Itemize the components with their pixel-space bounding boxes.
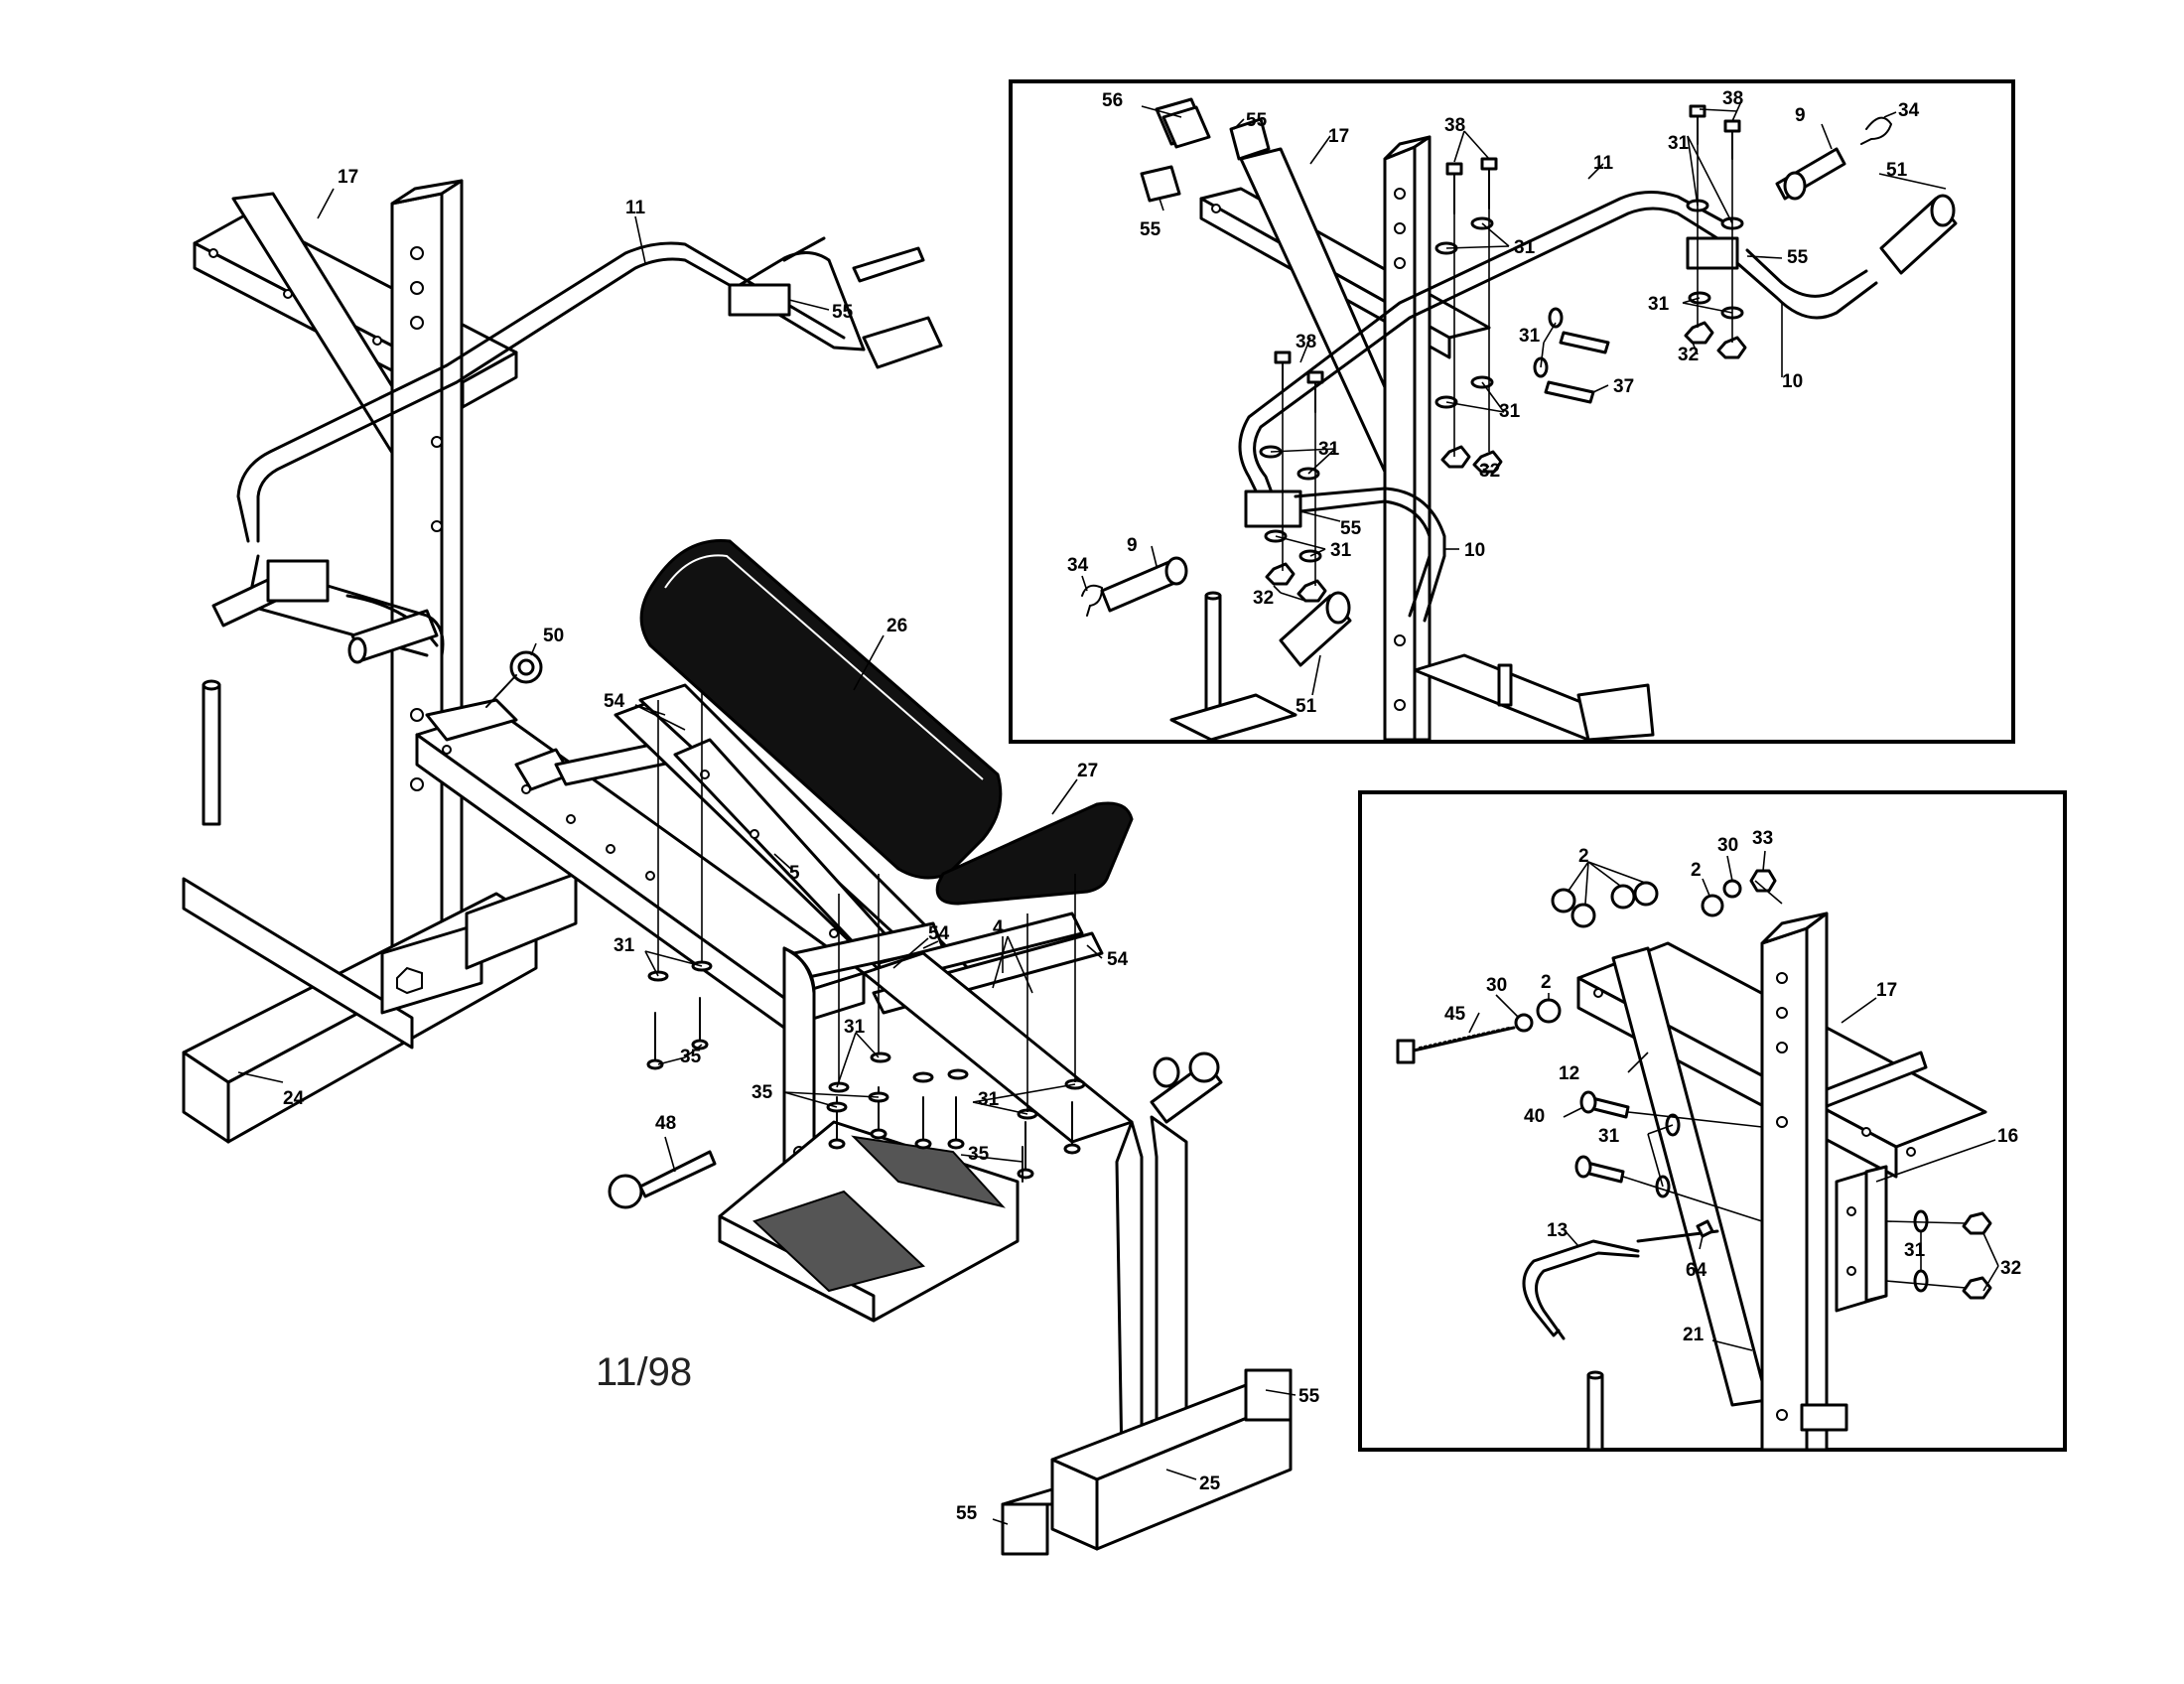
inset1-label-11: 11 (1593, 153, 1614, 174)
inset1-label-31d: 31 (1519, 326, 1541, 347)
bolt-35-a (646, 970, 669, 1070)
inset1-label-55b: 55 (1140, 219, 1161, 240)
inset1-label-31e: 31 (1499, 401, 1521, 422)
inset1-label-55c: 55 (1787, 247, 1809, 268)
inset2-label-31: 31 (1598, 1126, 1620, 1147)
label-31c: 31 (978, 1089, 1000, 1110)
part-11-press-arm (236, 236, 943, 657)
inset2-label-2: 2 (1578, 846, 1589, 867)
part-50-knob (485, 650, 543, 708)
upper-inset: 56 55 55 17 38 38 31 9 34 11 31 31 55 51… (1009, 79, 2015, 744)
inset2-label-31b: 31 (1904, 1240, 1926, 1261)
inset2-label-64: 64 (1686, 1260, 1707, 1281)
part-26-back-pad (639, 539, 1003, 880)
left-handle-assembly (211, 559, 445, 664)
inset2-label-30b: 30 (1486, 975, 1507, 996)
inset1-label-9: 9 (1795, 105, 1806, 126)
bolt-35-f (947, 1068, 969, 1150)
label-25: 25 (1199, 1474, 1221, 1494)
lower-inset: 2 30 33 2 45 30 2 17 12 40 31 16 13 64 3… (1358, 790, 2067, 1452)
label-35b: 35 (751, 1082, 773, 1103)
inset1-label-32b: 32 (1479, 461, 1500, 482)
upper-inset-frame (1009, 79, 2015, 744)
inset2-label-45: 45 (1444, 1004, 1466, 1025)
inset2-label-21: 21 (1683, 1325, 1705, 1345)
label-17: 17 (338, 167, 358, 188)
label-55c: 55 (956, 1503, 978, 1524)
inset2-label-13: 13 (1547, 1220, 1568, 1241)
label-31: 31 (614, 935, 635, 956)
bolts-and-washers-main (646, 960, 1086, 1183)
inset2-label-2c: 2 (1541, 972, 1552, 993)
inset1-label-10: 10 (1782, 371, 1803, 392)
inset1-label-34: 34 (1898, 100, 1920, 121)
part-25-front-base (1001, 1368, 1293, 1556)
inset2-label-33: 33 (1752, 828, 1773, 849)
label-50: 50 (543, 626, 564, 646)
part-48-pop-pin (608, 1150, 717, 1209)
inset1-label-31b: 31 (1514, 237, 1536, 258)
label-4: 4 (993, 917, 1004, 938)
inset1-label-34b: 34 (1067, 555, 1089, 576)
part-27-seat-pad (935, 801, 1134, 906)
weight-post-left (202, 679, 221, 826)
label-54b: 54 (1107, 949, 1129, 970)
inset1-label-32: 32 (1678, 345, 1699, 365)
inset2-label-17: 17 (1876, 980, 1897, 1001)
date-code: 11/98 (596, 1350, 692, 1394)
inset1-label-31f: 31 (1318, 439, 1340, 460)
inset1-label-31g: 31 (1330, 540, 1352, 561)
label-11: 11 (625, 198, 646, 218)
main-bench-rail (415, 698, 866, 1030)
inset1-label-31: 31 (1668, 133, 1690, 154)
inset2-label-12: 12 (1559, 1063, 1579, 1084)
lower-inset-frame (1358, 790, 2067, 1452)
label-35c: 35 (968, 1144, 990, 1165)
inset1-label-32c: 32 (1253, 588, 1274, 609)
main-view: 17 11 55 50 26 54 27 5 4 54 54 31 35 31 … (182, 167, 1320, 1556)
label-54c: 54 (928, 923, 950, 944)
main-upright-post (390, 179, 464, 955)
inset2-label-32: 32 (2000, 1258, 2021, 1279)
bolt-35-e (912, 1071, 934, 1150)
inset1-label-37: 37 (1613, 376, 1634, 397)
inset1-label-17: 17 (1328, 126, 1349, 147)
main-leader-lines (237, 188, 1297, 1525)
inset1-label-9b: 9 (1127, 535, 1138, 556)
label-35: 35 (680, 1047, 702, 1067)
inset1-label-31c: 31 (1648, 294, 1670, 315)
inset1-label-38b: 38 (1722, 88, 1743, 109)
label-27: 27 (1077, 761, 1098, 781)
inset2-label-40: 40 (1524, 1106, 1545, 1127)
bolt-35-b (691, 960, 713, 1051)
label-26: 26 (887, 616, 907, 636)
inset1-label-10b: 10 (1464, 540, 1485, 561)
inset1-label-56: 56 (1102, 90, 1123, 111)
inset1-label-51b: 51 (1296, 696, 1317, 717)
label-55b: 55 (1298, 1386, 1320, 1407)
label-31b: 31 (844, 1017, 866, 1038)
label-55: 55 (832, 302, 854, 323)
label-24: 24 (283, 1088, 305, 1109)
inset1-label-51: 51 (1886, 160, 1908, 181)
inset1-label-55d: 55 (1340, 518, 1362, 539)
inset2-label-30: 30 (1717, 835, 1738, 856)
label-54: 54 (604, 691, 625, 712)
foot-plate (718, 1120, 1020, 1323)
label-48: 48 (655, 1113, 676, 1134)
part-24-base-tube (182, 872, 578, 1144)
label-5: 5 (789, 863, 800, 884)
inset1-label-55: 55 (1246, 110, 1268, 131)
inset2-label-16: 16 (1997, 1126, 2018, 1147)
inset1-label-38: 38 (1444, 115, 1465, 136)
inset2-label-2b: 2 (1691, 860, 1702, 881)
inset1-label-38c: 38 (1296, 332, 1316, 352)
main-labels: 17 11 55 50 26 54 27 5 4 54 54 31 35 31 … (283, 167, 1320, 1524)
bolt-35-g (1017, 1108, 1038, 1180)
